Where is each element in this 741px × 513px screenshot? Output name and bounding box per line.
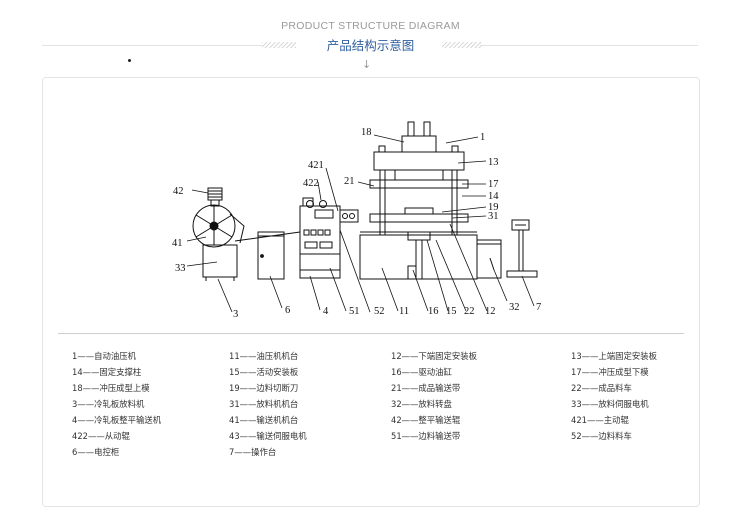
legend-item: 33——放料伺服电机 [571,399,649,409]
legend-item: 421——主动辊 [571,415,629,425]
callout-21: 15 [446,306,457,317]
header-rule-right [482,45,698,46]
legend-item: 22——成品料车 [571,383,632,393]
callout-51: 31 [488,211,499,222]
control-cabinet [257,231,285,280]
callout-31: 33 [175,263,186,274]
scrap-cart [476,239,502,279]
header-hatch-right [442,42,482,48]
header-rule-left [42,45,262,46]
callout-11: 11 [399,306,409,317]
operation-console [506,219,538,278]
legend-item: 43——输送伺服电机 [229,431,307,441]
legend-item: 31——放料机机台 [229,399,299,409]
legend-item: 15——活动安装板 [229,367,299,377]
callout-4: 4 [323,306,329,317]
legend-divider [58,333,684,334]
callout-18: 21 [344,176,355,187]
legend-item: 51——边料输送带 [391,431,461,441]
header-title-cn: 产品结构示意图 [326,38,415,53]
legend-item: 4——冷轧板整平输送机 [72,415,162,425]
legend-item: 1——自动油压机 [72,351,136,361]
callout-41: 51 [349,306,360,317]
callout-16: 18 [361,127,372,138]
callout-15: 17 [488,179,499,190]
callout-13: 13 [488,157,499,168]
callout-421: 421 [308,160,324,171]
callout-422: 422 [303,178,319,189]
legend-item: 3——冷轧板放料机 [72,399,145,409]
legend-item: 18——冲压成型上模 [72,383,150,393]
leveling-conveyor [299,197,359,279]
legend-item: 21——成品输送带 [391,383,461,393]
callout-42: 52 [374,306,385,317]
stray-dot [128,59,131,62]
diagram-card [42,77,700,507]
legend-item: 17——冲压成型下模 [571,367,649,377]
legend-item: 19——边料切断刀 [229,383,299,393]
legend-item: 32——放料转盘 [391,399,452,409]
legend-item: 12——下端固定安装板 [391,351,478,361]
legend-item: 41——输送机机台 [229,415,299,425]
legend-item: 42——整平输送辊 [391,415,461,425]
callout-12: 12 [485,306,496,317]
header-hatch-left [262,42,296,48]
callout-32: 41 [172,238,183,249]
callout-19: 19 [488,202,499,213]
callout-33: 42 [173,186,184,197]
callout-52: 32 [509,302,520,313]
legend-item: 6——电控柜 [72,447,120,457]
callout-14: 14 [488,191,499,202]
legend-item: 16——驱动油缸 [391,367,452,377]
callout-3: 3 [233,309,238,320]
legend-item: 52——边料料车 [571,431,632,441]
callout-labels: 42 41 33 3 6 4 51 52 11 422 421 18 1 13 … [172,127,541,320]
header-title-en: PRODUCT STRUCTURE DIAGRAM [281,20,460,32]
hydraulic-press [359,121,478,280]
callout-1: 1 [480,132,485,143]
callout-17: 22 [464,306,475,317]
callout-22: 16 [428,306,439,317]
legend-item: 422——从动辊 [72,431,130,441]
legend-item: 14——固定支撑柱 [72,367,142,377]
legend-item: 11——油压机机台 [229,351,299,361]
legend-item: 13——上端固定安装板 [571,351,658,361]
legend-item: 7——操作台 [229,447,277,457]
callout-7: 7 [536,302,541,313]
callout-6: 6 [285,305,290,316]
decoiler-machine [192,187,301,281]
scroll-down-icon: ↓ [362,58,372,71]
leader-lines [186,134,535,313]
